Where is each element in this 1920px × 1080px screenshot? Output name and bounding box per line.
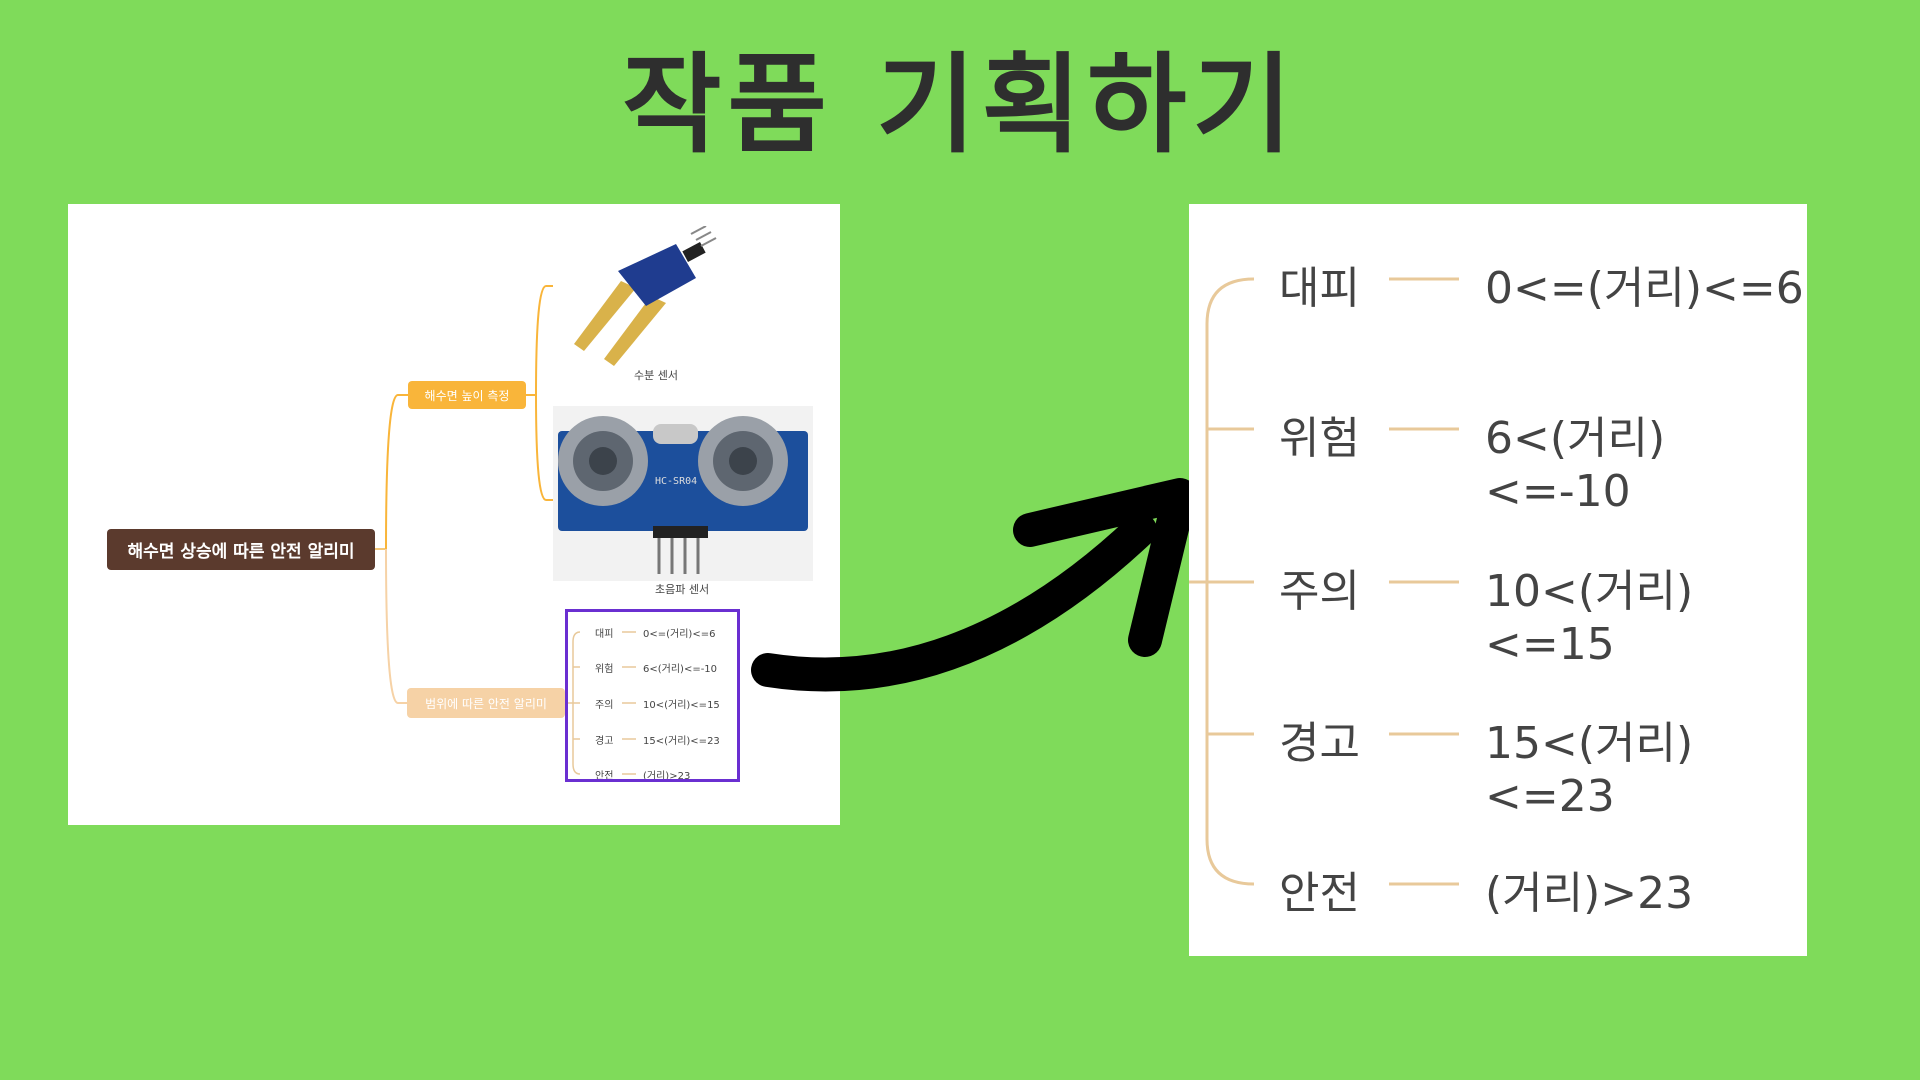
range-condition: 10<(거리)<=15 (1485, 566, 1694, 670)
range-condition-small: 15<(거리)<=23 (643, 736, 720, 747)
range-label-small: 경고 (595, 736, 614, 747)
mindmap-panel: 해수면 상승에 따른 안전 알리미 해수면 높이 측정 범위에 따른 안전 알리… (68, 204, 840, 825)
moisture-sensor-image (574, 226, 717, 366)
range-label-small: 주의 (595, 700, 614, 711)
range-condition: 15<(거리)<=23 (1485, 718, 1694, 822)
page-title: 작품 기획하기 (622, 43, 1298, 168)
moisture-sensor-caption: 수분 센서 (634, 369, 678, 382)
ultrasonic-sensor-caption: 초음파 센서 (655, 583, 710, 596)
range-label: 안전 (1279, 868, 1360, 919)
ranges-connectors (1189, 277, 1459, 886)
range-condition: 6<(거리)<=-10 (1485, 413, 1666, 517)
branch-alert-node: 범위에 따른 안전 알리미 (407, 688, 565, 718)
range-condition-small: (거리)>23 (643, 771, 691, 782)
range-label-small: 안전 (595, 771, 614, 782)
range-condition-small: 0<=(거리)<=6 (643, 629, 716, 640)
range-label: 주의 (1279, 566, 1360, 617)
range-label: 위험 (1279, 413, 1360, 464)
range-label-small: 위험 (595, 664, 614, 675)
highlight-box (565, 609, 740, 782)
ranges-zoom-panel: 대피 0<=(거리)<=6 위험 6<(거리)<=-10 주의 10<(거리)<… (1189, 204, 1807, 956)
mindmap-connectors (375, 285, 636, 775)
arrow-icon (751, 478, 1197, 692)
range-label-small: 대피 (595, 629, 614, 640)
range-label: 경고 (1279, 718, 1360, 769)
range-condition: 0<=(거리)<=6 (1485, 263, 1804, 314)
range-condition-small: 10<(거리)<=15 (643, 700, 720, 711)
mindmap-root-node: 해수면 상승에 따른 안전 알리미 (107, 529, 375, 570)
range-label: 대피 (1279, 263, 1360, 314)
range-condition-small: 6<(거리)<=-10 (643, 664, 718, 675)
sensor-model-text: HC-SR04 (655, 476, 697, 487)
range-condition: (거리)>23 (1485, 868, 1694, 919)
branch-measure-node: 해수면 높이 측정 (408, 381, 526, 409)
ultrasonic-sensor-image: HC-SR04 (553, 406, 813, 581)
